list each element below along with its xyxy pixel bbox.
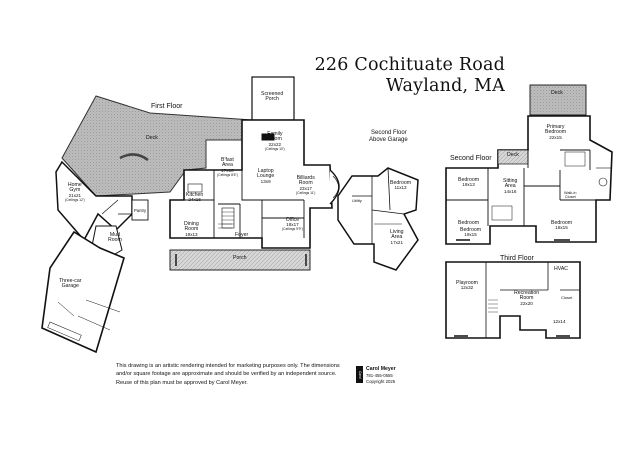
room-bedroom-19x15: Bedroom 19x15 bbox=[460, 227, 482, 238]
gym-wing bbox=[55, 160, 133, 242]
third-floor-plan bbox=[445, 261, 581, 339]
logo-name: Carol Meyer bbox=[366, 366, 396, 372]
room-sitting-area: Sitting Area 14x16 bbox=[503, 178, 518, 194]
title-city: Wayland, MA bbox=[385, 76, 505, 96]
floor-label-above-garage-2: Above Garage bbox=[369, 137, 408, 143]
title-address: 226 Cochituate Road bbox=[314, 55, 505, 75]
first-floor-plan bbox=[41, 76, 340, 354]
room-bedroom-19x13: Bedroom 19x13 bbox=[458, 177, 480, 188]
disclaimer-text: This drawing is an artistic rendering in… bbox=[116, 363, 340, 386]
logo-copyright: Copyright 2025 bbox=[366, 378, 396, 384]
room-utility: Utility bbox=[352, 198, 362, 203]
room-above-garage-bedroom: Bedroom 11x13 bbox=[390, 180, 412, 191]
room-mud-room: Mud Room bbox=[108, 232, 122, 244]
room-garage: Three-car Garage bbox=[59, 278, 82, 290]
three-car-garage bbox=[41, 230, 125, 354]
above-garage-plan bbox=[337, 167, 419, 271]
room-hvac: HVAC bbox=[554, 266, 569, 272]
floor-label-third: Third Floor bbox=[500, 255, 534, 262]
room-third-small: 12x14 bbox=[553, 319, 566, 324]
room-first-deck: Deck bbox=[146, 135, 158, 141]
room-recreation: Recreation Room 22x20 bbox=[514, 290, 540, 306]
room-bfast: B'fast Area 17x10 (Ceilings 8'6") bbox=[217, 157, 238, 177]
logo-phone: 781-455-0555 bbox=[366, 373, 393, 378]
room-office: Office 18x17 (Ceilings 9'9") bbox=[282, 217, 303, 232]
second-floor-plan bbox=[445, 84, 613, 245]
first-floor-deck bbox=[61, 95, 253, 197]
room-laptop-lounge: Laptop Lounge 13x9 bbox=[257, 168, 275, 184]
floor-label-first: First Floor bbox=[151, 103, 183, 110]
logo-mark: Carol Meyer bbox=[351, 366, 363, 383]
room-kitchen: Kitchen 24x16 bbox=[186, 192, 204, 203]
room-dining: Dining Room 19x13 bbox=[184, 221, 199, 237]
room-screened-porch: Screened Porch bbox=[261, 91, 284, 103]
room-pantry: Pantry bbox=[134, 208, 147, 213]
room-closet: Closet bbox=[561, 295, 573, 300]
room-porch: Porch bbox=[233, 255, 247, 261]
room-family: Family Room 22x22 (Ceilings 10') bbox=[265, 131, 285, 151]
billiards-bay bbox=[329, 169, 340, 205]
room-above-garage-living: Living Area 17x21 bbox=[390, 229, 404, 245]
room-bedroom-18x15: Bedroom 18x15 bbox=[551, 220, 573, 231]
room-primary-deck: Deck bbox=[551, 90, 563, 96]
carol-meyer-logo: Carol Meyer Carol Meyer 781-455-0555 Cop… bbox=[351, 366, 416, 386]
front-porch bbox=[169, 249, 311, 271]
floor-label-above-garage-1: Second Floor bbox=[371, 130, 407, 136]
room-primary-bedroom: Primary Bedroom 22x15 bbox=[545, 124, 567, 140]
screened-porch bbox=[251, 76, 295, 121]
second-floor-deck bbox=[529, 84, 587, 116]
room-home-gym: Home Gym 21x21 (Ceilings 12') bbox=[65, 182, 85, 202]
floor-label-second: Second Floor bbox=[450, 155, 492, 162]
first-floor-main bbox=[169, 119, 333, 249]
deck-curved-bench bbox=[119, 153, 149, 162]
room-billiards: Billiards Room 23x17 (Ceilings 11') bbox=[296, 175, 316, 195]
room-foyer: Foyer bbox=[235, 232, 249, 238]
room-bedroom-sw: Bedroom bbox=[458, 220, 480, 226]
room-playroom: Playroom 12x32 bbox=[456, 280, 478, 291]
room-walk-in-closet: Walk-in Closet bbox=[564, 191, 577, 199]
room-second-deck: Deck bbox=[507, 152, 519, 158]
